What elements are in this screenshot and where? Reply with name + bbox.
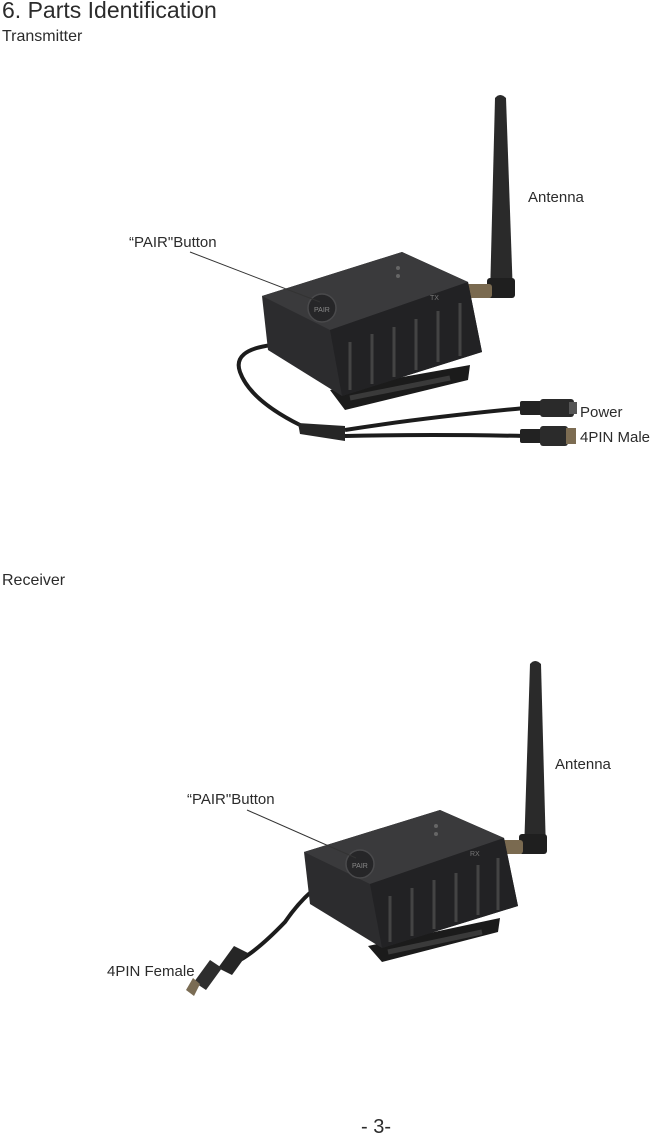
transmitter-antenna-label: Antenna [528,189,584,206]
transmitter-antenna [462,95,515,298]
transmitter-pair-leader-line [189,251,321,303]
transmitter-pair-button-label: “PAIR"Button [129,234,217,251]
transmitter-section-title: Transmitter [2,28,83,45]
receiver-pair-button-label: “PAIR"Button [187,791,275,808]
receiver-pair-button-text: PAIR [352,863,368,870]
transmitter-pair-button-text: PAIR [314,307,330,314]
receiver-section-title: Receiver [2,572,66,589]
receiver-4pin-female-plug [186,946,248,996]
transmitter-model-mark: TX [430,295,439,302]
transmitter-cable-joint [298,423,345,441]
transmitter-4pin-male-label: 4PIN Male [580,429,651,446]
receiver-pair-leader-line [246,809,357,859]
receiver-4pin-female-label: 4PIN Female [107,963,195,980]
receiver-antenna-label: Antenna [555,756,611,773]
transmitter-power-label: Power [580,404,623,421]
transmitter-cables [236,343,526,438]
transmitter-power-plug [520,399,577,417]
receiver-cable [239,884,320,962]
transmitter-body: PAIR TX [262,252,482,396]
receiver-mount-bracket [368,918,500,962]
page-title: 6. Parts Identification [2,0,217,23]
receiver-antenna [497,661,547,854]
transmitter-illustration: PAIR TX [189,95,577,446]
receiver-illustration: PAIR RX [186,661,547,996]
transmitter-4pin-male-plug [520,426,576,446]
transmitter-mount-bracket [330,365,470,410]
page-number: - 3- [361,1116,391,1138]
receiver-model-mark: RX [470,851,480,858]
